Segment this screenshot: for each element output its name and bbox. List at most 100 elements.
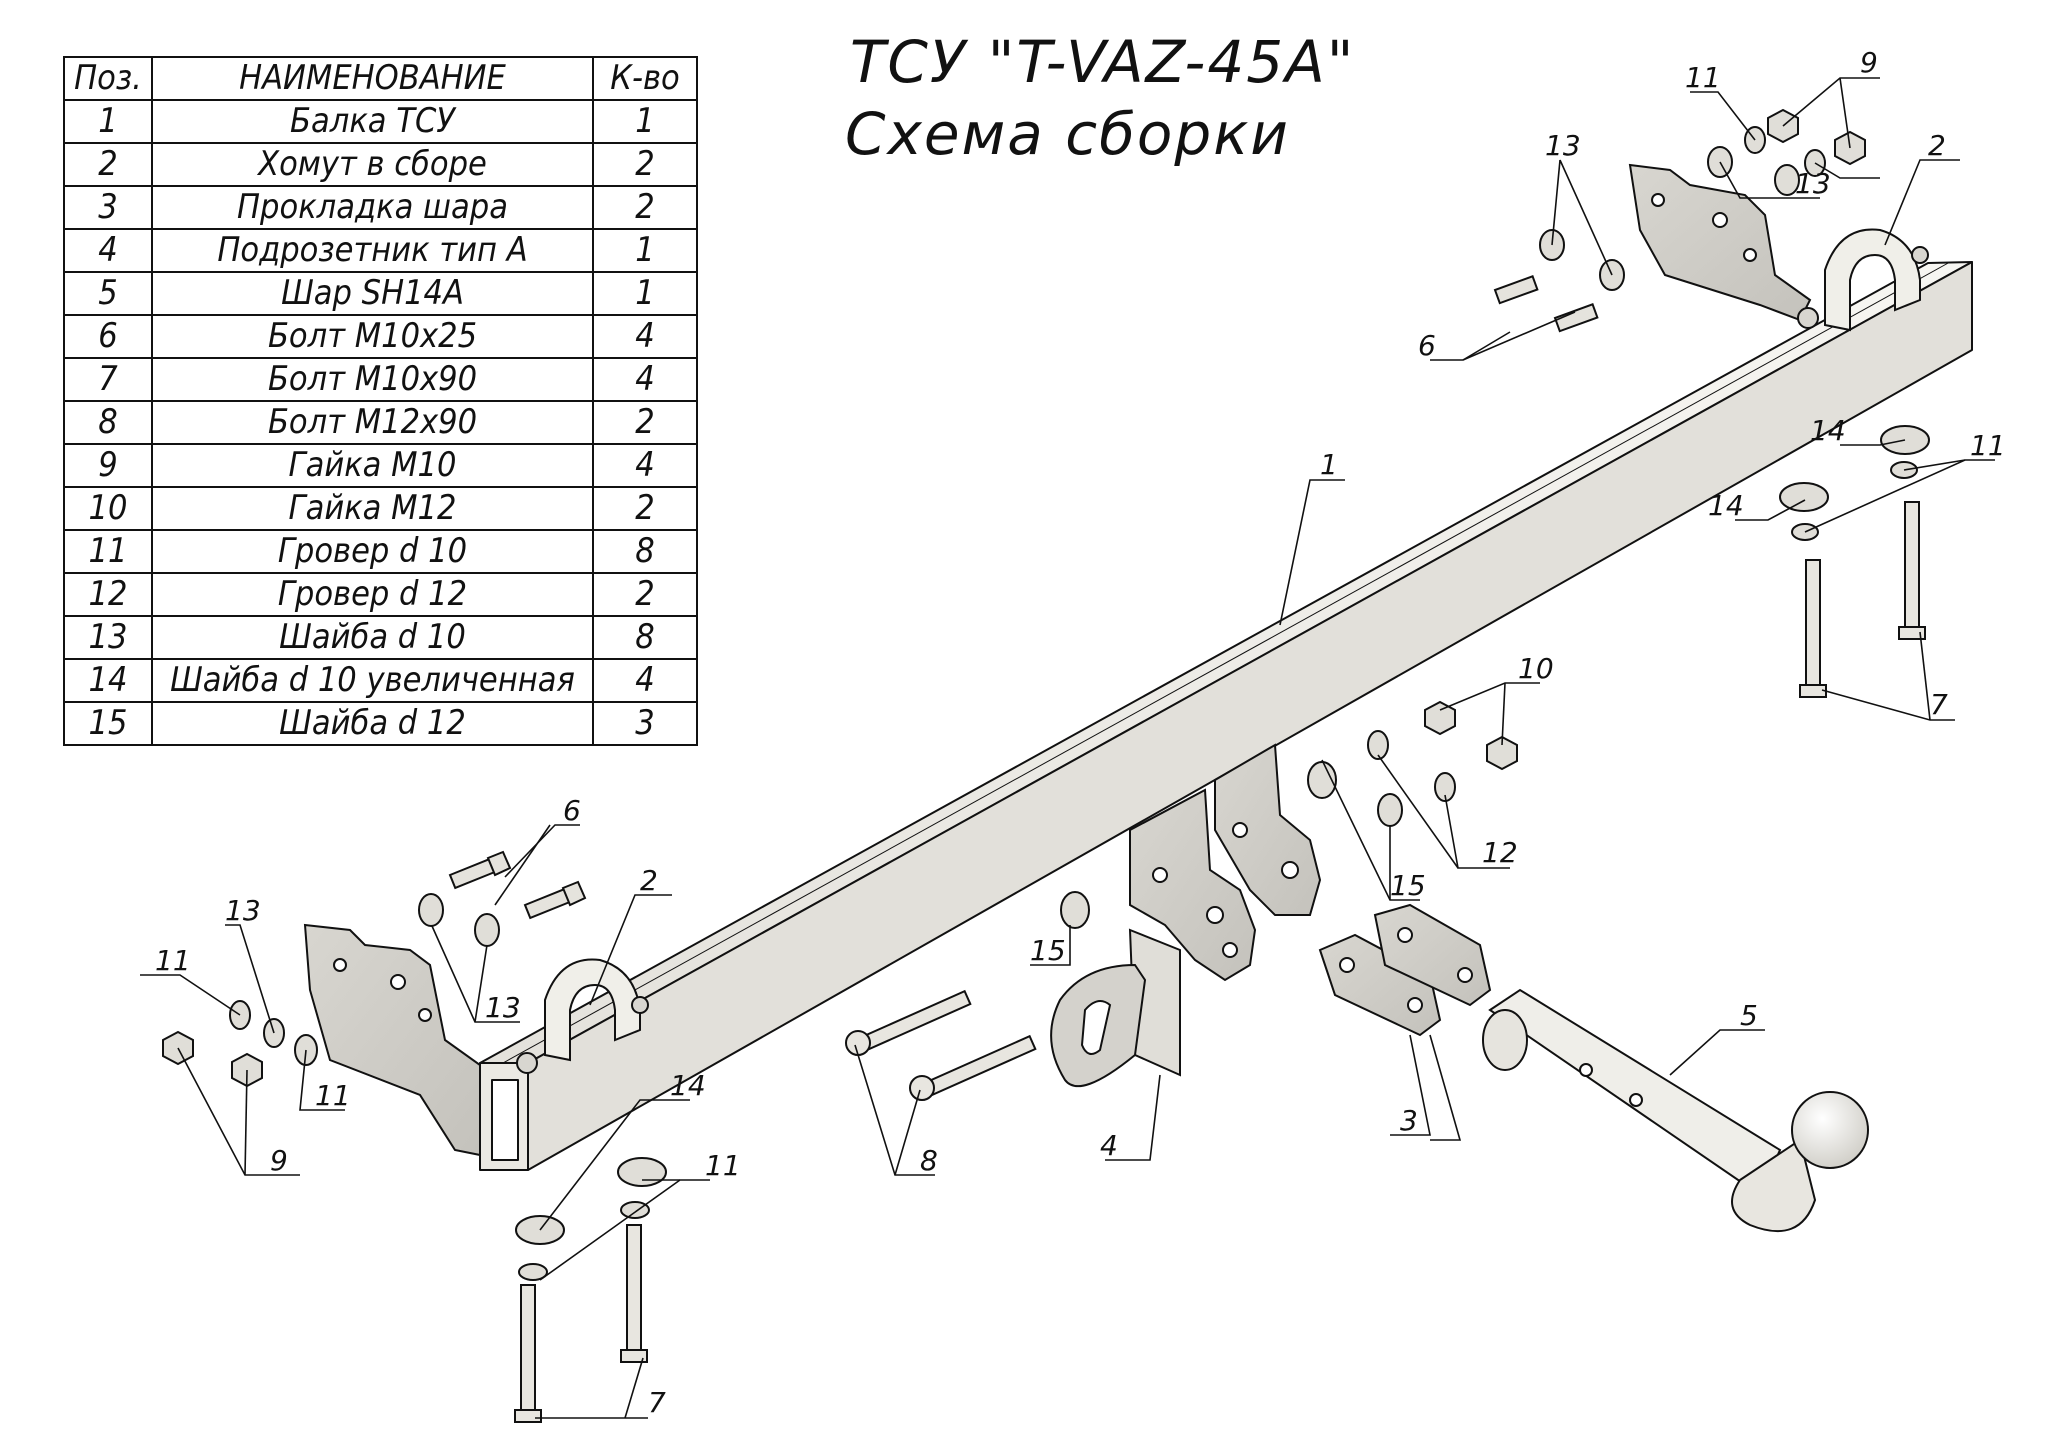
callout-11-d: 11 [1685, 61, 1721, 94]
callout-13-b: 13 [485, 991, 521, 1024]
callout-1: 1 [1320, 448, 1338, 481]
name-cell: Хомут в сборе [151, 142, 594, 187]
name-cell: Гайка М12 [151, 486, 594, 531]
qty-cell: 2 [592, 486, 698, 531]
center-mount-plates [1129, 743, 1322, 982]
callout-11-a: 11 [155, 944, 191, 977]
callout-7-left: 7 [648, 1386, 666, 1419]
qty-cell: 1 [592, 228, 698, 273]
qty-cell: 2 [592, 572, 698, 617]
callout-15-a: 15 [1030, 934, 1066, 967]
socket-bracket [1050, 928, 1181, 1088]
callout-2-left: 2 [640, 864, 658, 897]
pos-cell: 15 [63, 701, 153, 746]
callout-12: 12 [1482, 836, 1518, 869]
name-cell: Гайка М10 [151, 443, 594, 488]
qty-cell: 8 [592, 529, 698, 574]
pos-cell: 3 [63, 185, 153, 230]
right-clamp [1797, 228, 1929, 332]
name-cell: Гровер d 10 [151, 529, 594, 574]
callout-10: 10 [1518, 652, 1554, 685]
pos-cell: Поз. [63, 56, 153, 101]
callout-3: 3 [1400, 1104, 1418, 1137]
pos-cell: 9 [63, 443, 153, 488]
callout-13-c: 13 [1545, 129, 1581, 162]
callout-13-d: 13 [1795, 167, 1831, 200]
callout-9-right: 9 [1860, 46, 1878, 79]
callout-14-b: 14 [1708, 489, 1744, 522]
callout-7-right: 7 [1930, 688, 1948, 721]
name-cell: Балка ТСУ [151, 99, 594, 144]
pos-cell: 11 [63, 529, 153, 574]
bolts-m10x25-left [448, 850, 587, 920]
qty-cell: 4 [592, 658, 698, 703]
callout-14-c: 14 [1810, 414, 1846, 447]
name-cell: Болт М10х90 [151, 357, 594, 402]
left-mount-bracket [303, 923, 481, 1157]
name-cell: Шайба d 12 [151, 701, 594, 746]
leader-lines [140, 77, 1995, 1419]
name-cell: Прокладка шара [151, 185, 594, 230]
tow-beam [479, 261, 1973, 1171]
pos-cell: 2 [63, 142, 153, 187]
callout-9-left: 9 [270, 1144, 288, 1177]
right-mount-bracket [1628, 163, 1812, 322]
pos-cell: 10 [63, 486, 153, 531]
callout-6-right: 6 [1418, 329, 1436, 362]
qty-cell: 4 [592, 314, 698, 359]
pos-cell: 5 [63, 271, 153, 316]
pos-cell: 7 [63, 357, 153, 402]
qty-cell: 1 [592, 271, 698, 316]
name-cell: Шар SH14A [151, 271, 594, 316]
qty-cell: 8 [592, 615, 698, 660]
qty-cell: 4 [592, 357, 698, 402]
bolts-m12x90 [845, 989, 1037, 1101]
name-cell: Болт М10х25 [151, 314, 594, 359]
name-cell: НАИМЕНОВАНИЕ [151, 56, 594, 101]
drawing-title: ТСУ "T-VAZ-45A" [850, 28, 1356, 96]
qty-cell: 3 [592, 701, 698, 746]
bolts-m10x90 [514, 501, 1926, 1423]
callout-14-a: 14 [670, 1069, 706, 1102]
pos-cell: 1 [63, 99, 153, 144]
pos-cell: 13 [63, 615, 153, 660]
pos-cell: 8 [63, 400, 153, 445]
qty-cell: 2 [592, 185, 698, 230]
drawing-subtitle: Схема сборки [845, 100, 1290, 168]
callout-8: 8 [920, 1144, 938, 1177]
callout-2-right: 2 [1928, 129, 1946, 162]
callout-6-left: 6 [563, 794, 581, 827]
qty-cell: К-во [592, 56, 698, 101]
tow-ball [1482, 988, 1869, 1233]
bolts-m10x25-right [1493, 275, 1599, 333]
left-clamp [516, 958, 649, 1074]
qty-cell: 4 [592, 443, 698, 488]
qty-cell: 1 [592, 99, 698, 144]
name-cell: Шайба d 10 увеличенная [151, 658, 594, 703]
pos-cell: 14 [63, 658, 153, 703]
pos-cell: 12 [63, 572, 153, 617]
pos-cell: 4 [63, 228, 153, 273]
name-cell: Болт М12х90 [151, 400, 594, 445]
callout-5: 5 [1740, 999, 1758, 1032]
callout-13-a: 13 [225, 894, 261, 927]
callout-11-c: 11 [705, 1149, 741, 1182]
callout-11-b: 11 [315, 1079, 351, 1112]
name-cell: Гровер d 12 [151, 572, 594, 617]
